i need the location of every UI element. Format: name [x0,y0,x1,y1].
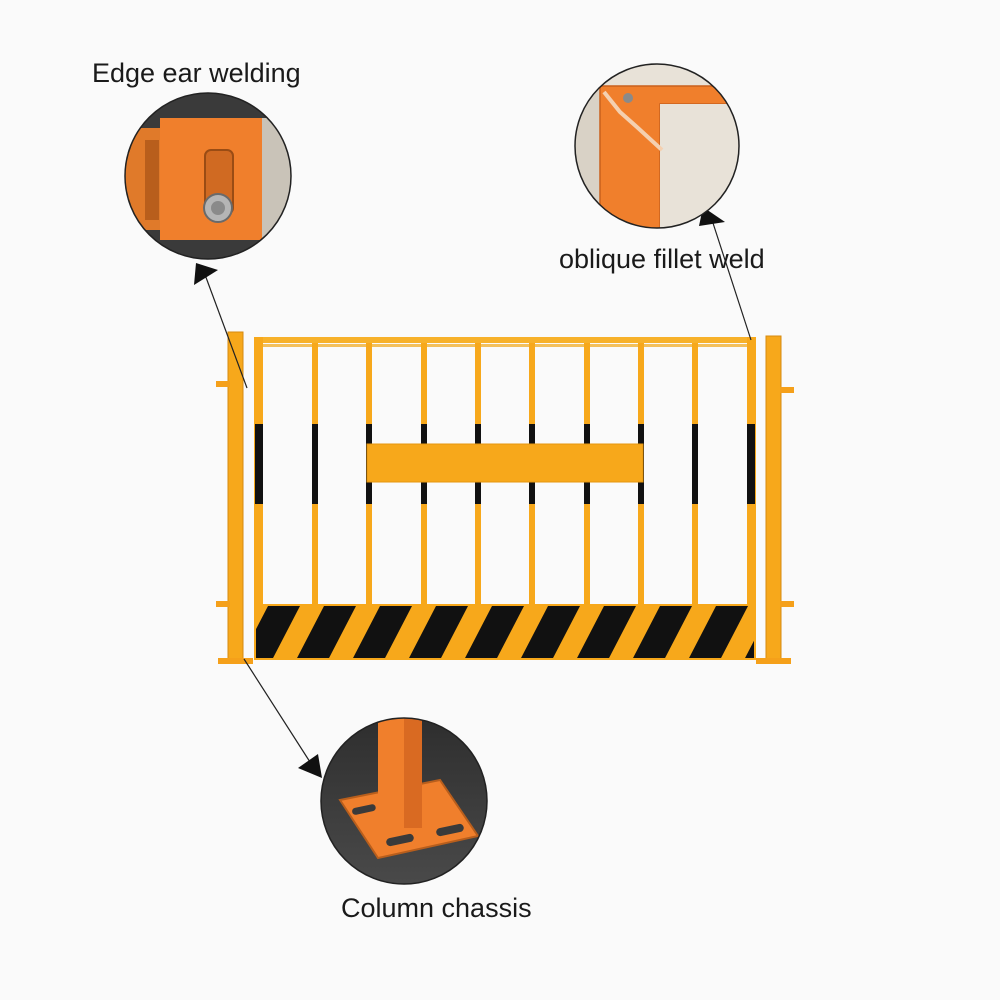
label-edge-ear-welding: Edge ear welding [92,58,301,88]
top-rail [254,337,756,343]
ear-left-top [216,381,230,387]
right-post [765,335,782,663]
fence-panel [216,331,794,664]
label-column-chassis: Column chassis [341,893,532,923]
arrow-edge [194,263,218,285]
closeup-column-chassis [320,717,488,885]
right-post-foot [756,658,791,664]
label-oblique-fillet-weld: oblique fillet weld [559,244,765,274]
callout-lines [194,207,752,778]
ear-right-top [780,387,794,393]
closeup-fillet-weld [574,63,740,229]
left-post [227,331,244,663]
arrow-chassis [298,754,322,778]
ear-left-bottom [216,601,230,607]
kick-plate [254,604,756,660]
sign-panel [366,443,644,483]
closeup-edge-ear [124,92,292,260]
left-post-foot [218,658,253,664]
ear-right-bottom [780,601,794,607]
